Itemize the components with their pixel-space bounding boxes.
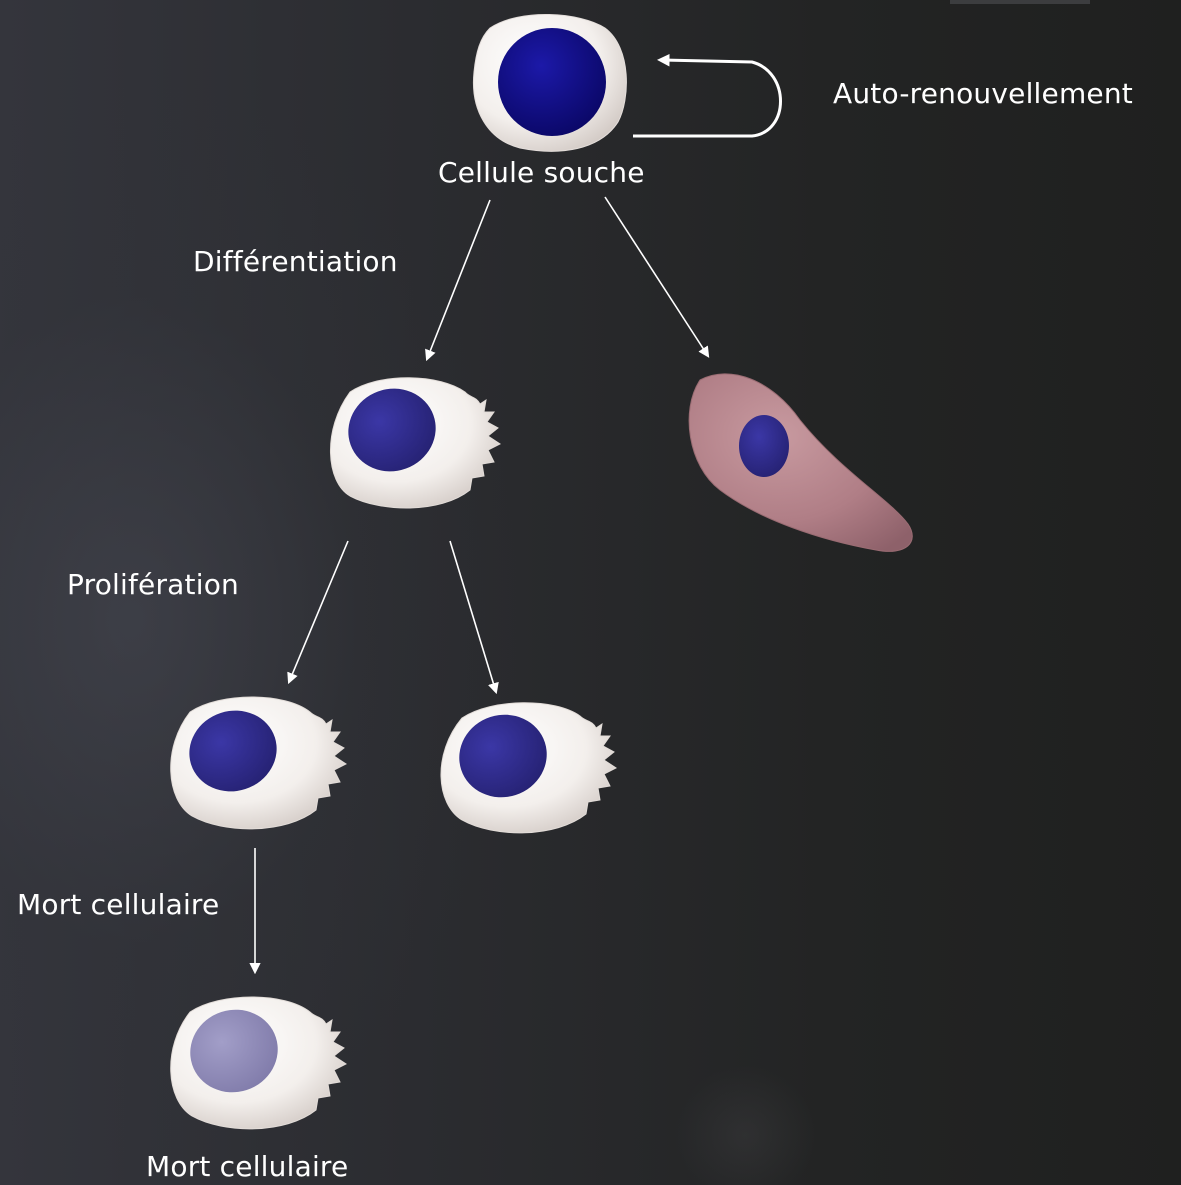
proliferation-label: Prolifération	[67, 568, 239, 602]
daughter-cell-right	[441, 703, 616, 833]
stem-cell-nucleus	[498, 28, 606, 136]
self-renewal-arrow	[633, 60, 781, 136]
arrow-progenitor-to-daughter-left	[289, 541, 348, 682]
differentiation-label: Différentiation	[193, 245, 398, 279]
differentiated-cell	[689, 374, 912, 552]
progenitor-cell	[330, 376, 500, 508]
arrow-stem-to-differentiated	[605, 197, 708, 356]
differentiated-cell-nucleus	[739, 415, 789, 477]
self-renewal-label: Auto-renouvellement	[833, 77, 1133, 111]
stem-cell	[473, 14, 626, 151]
daughter-cell-left	[171, 697, 346, 829]
dead-cell-label: Mort cellulaire	[146, 1150, 348, 1184]
cell-death-process-label: Mort cellulaire	[17, 888, 219, 922]
dead-cell	[171, 997, 346, 1129]
stem-cell-label: Cellule souche	[438, 156, 645, 190]
arrow-progenitor-to-daughter-right	[450, 541, 496, 692]
arrow-stem-to-progenitor	[427, 200, 490, 359]
